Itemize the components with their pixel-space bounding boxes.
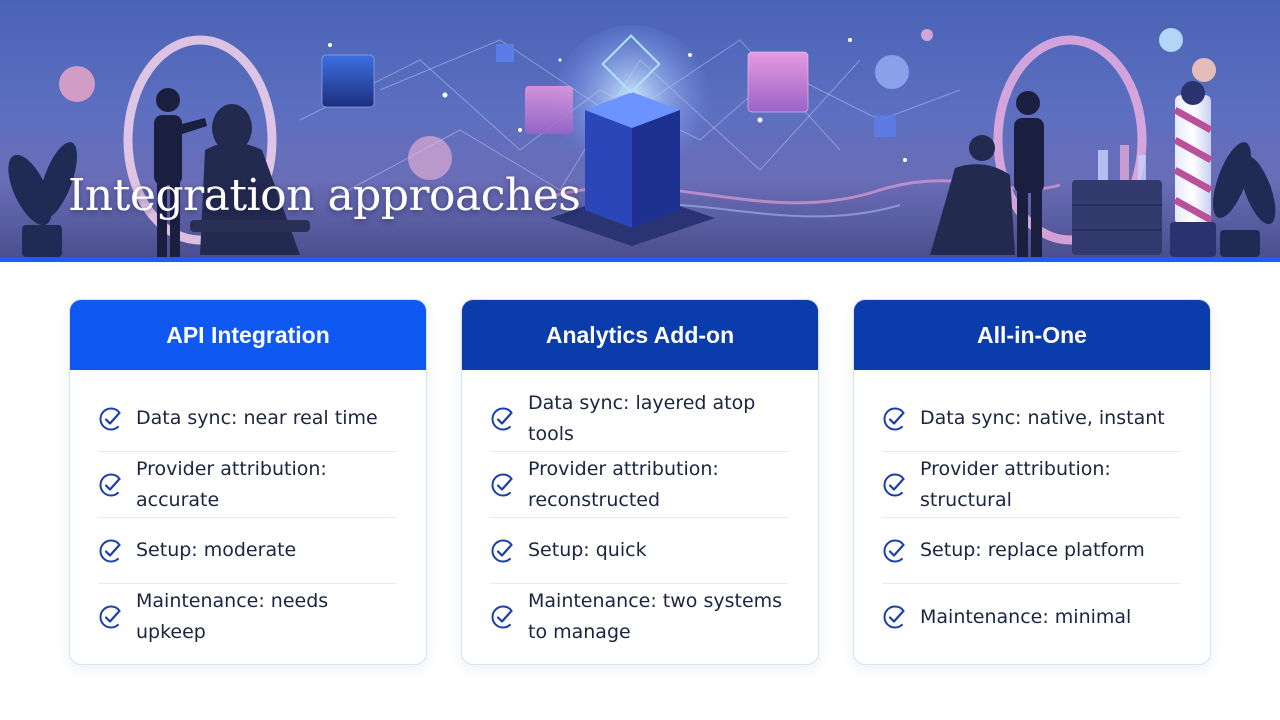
left-mirror (123, 35, 277, 245)
hero-illustration (8, 25, 1276, 257)
right-mirror (993, 35, 1147, 245)
orb (1159, 28, 1183, 52)
card-title: API Integration (70, 300, 426, 370)
list-item: Maintenance: needs upkeep (98, 584, 396, 650)
list-item: Provider attribution: reconstructed (490, 452, 788, 518)
check-circle-icon (98, 406, 124, 432)
floating-cube (874, 115, 896, 137)
item-text: Setup: moderate (136, 539, 297, 561)
card-item-list: Data sync: near real time Provider attri… (70, 370, 426, 650)
page-title: Integration approaches (68, 170, 581, 221)
card-item-list: Data sync: layered atop tools Provider a… (462, 370, 818, 650)
card-item-list: Data sync: native, instant Provider attr… (854, 370, 1210, 650)
item-text: Provider attribution: accurate (136, 457, 327, 511)
check-circle-icon (882, 406, 908, 432)
item-text: Data sync: native, instant (920, 407, 1165, 429)
right-plant (1213, 142, 1276, 257)
floating-cube (496, 44, 514, 62)
item-text: Provider attribution: reconstructed (528, 457, 719, 511)
list-item: Setup: moderate (98, 518, 396, 584)
check-circle-icon (98, 472, 124, 498)
floating-cube (321, 54, 375, 108)
check-circle-icon (98, 604, 124, 630)
orb (59, 66, 95, 102)
list-item: Data sync: layered atop tools (490, 386, 788, 452)
item-text: Setup: quick (528, 539, 647, 561)
check-circle-icon (490, 472, 516, 498)
item-text: Maintenance: minimal (920, 605, 1132, 628)
list-item: Data sync: near real time (98, 386, 396, 452)
left-client (190, 104, 310, 255)
list-item: Maintenance: minimal (882, 584, 1180, 650)
list-item: Provider attribution: accurate (98, 452, 396, 518)
item-text: Setup: replace platform (920, 539, 1145, 561)
check-circle-icon (490, 538, 516, 564)
list-item: Data sync: native, instant (882, 386, 1180, 452)
left-plant (8, 142, 77, 257)
item-text: Maintenance: needs upkeep (136, 590, 329, 643)
orb (1192, 58, 1216, 82)
card-all-in-one: All-in-One Data sync: native, instant Pr… (853, 299, 1211, 665)
right-client (930, 135, 1015, 255)
floating-cube-outline (601, 34, 661, 94)
banner-divider (0, 257, 1280, 262)
barber-pole (1170, 81, 1216, 257)
list-item: Setup: quick (490, 518, 788, 584)
main-cube-left (585, 110, 632, 228)
check-circle-icon (882, 604, 908, 630)
list-item: Provider attribution: structural (882, 452, 1180, 518)
floating-cube (525, 86, 573, 134)
card-title: Analytics Add-on (462, 300, 818, 370)
right-barber (1014, 91, 1044, 257)
card-title: All-in-One (854, 300, 1210, 370)
orb (875, 55, 909, 89)
item-text: Data sync: near real time (136, 407, 378, 429)
item-text: Maintenance: two systems to manage (528, 590, 783, 643)
check-circle-icon (490, 604, 516, 630)
orb (921, 29, 933, 41)
hero-banner: Integration approaches (0, 0, 1280, 257)
check-circle-icon (490, 406, 516, 432)
list-item: Setup: replace platform (882, 518, 1180, 584)
main-cube-top (585, 92, 680, 128)
check-circle-icon (882, 538, 908, 564)
right-dresser (1072, 145, 1162, 255)
item-text: Provider attribution: structural (920, 457, 1111, 511)
list-item: Maintenance: two systems to manage (490, 584, 788, 650)
main-cube-right (632, 110, 680, 228)
card-analytics-add-on: Analytics Add-on Data sync: layered atop… (461, 299, 819, 665)
item-text: Data sync: layered atop tools (528, 391, 756, 445)
orb (408, 136, 452, 180)
check-circle-icon (882, 472, 908, 498)
floating-cube (747, 51, 809, 113)
card-api-integration: API Integration Data sync: near real tim… (69, 299, 427, 665)
check-circle-icon (98, 538, 124, 564)
left-stylist (154, 88, 207, 257)
